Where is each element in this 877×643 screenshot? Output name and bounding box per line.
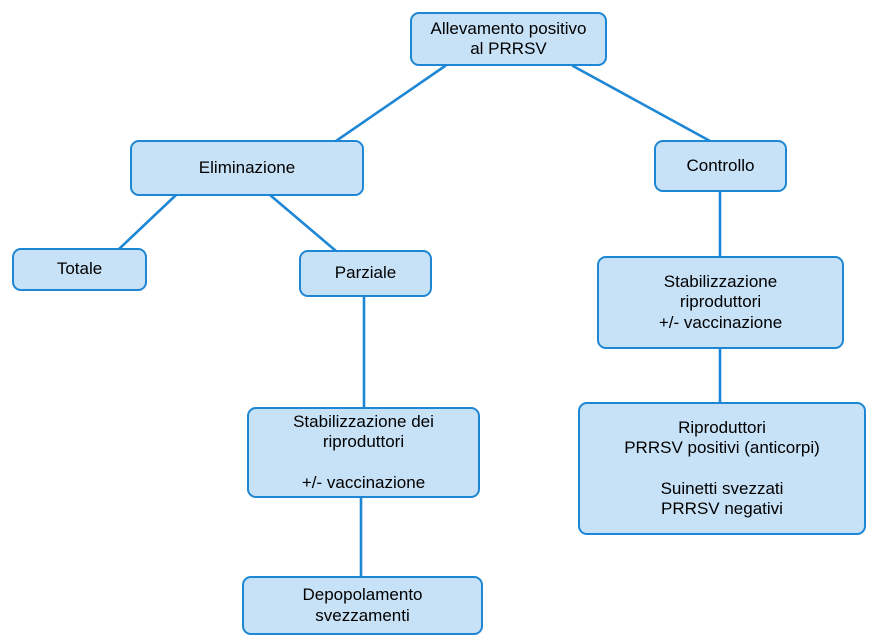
node-stabilizzazione-riproduttori-controllo: Stabilizzazione riproduttori +/- vaccina… bbox=[597, 256, 844, 349]
connector-root-eliminazione bbox=[334, 64, 447, 143]
node-depopolamento-svezzamenti: Depopolamento svezzamenti bbox=[242, 576, 483, 635]
connector-eliminazione-totale bbox=[116, 193, 178, 252]
node-totale: Totale bbox=[12, 248, 147, 291]
node-controllo: Controllo bbox=[654, 140, 787, 192]
node-allevamento-positivo-prrsv: Allevamento positivo al PRRSV bbox=[410, 12, 607, 66]
node-parziale: Parziale bbox=[299, 250, 432, 297]
node-eliminazione: Eliminazione bbox=[130, 140, 364, 196]
connector-root-controllo bbox=[571, 64, 712, 143]
node-stabilizzazione-dei-riproduttori: Stabilizzazione dei riproduttori +/- vac… bbox=[247, 407, 480, 498]
connector-eliminazione-parziale bbox=[268, 193, 338, 253]
node-riproduttori-prrsv-esito: Riproduttori PRRSV positivi (anticorpi) … bbox=[578, 402, 866, 535]
